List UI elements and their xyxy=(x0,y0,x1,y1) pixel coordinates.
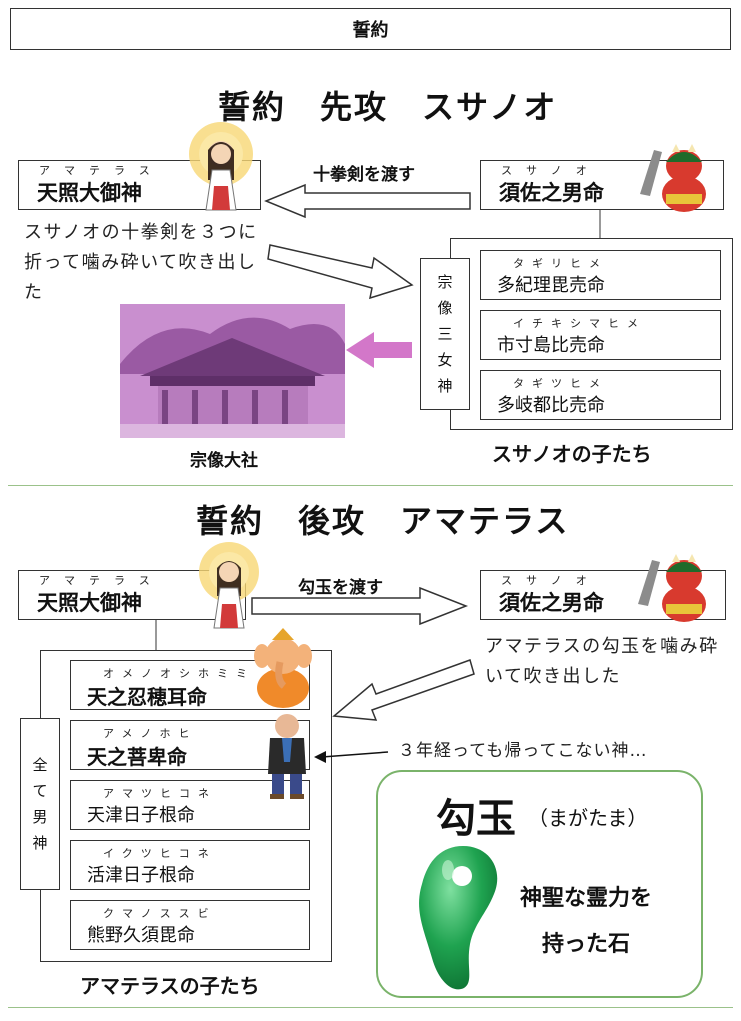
group-label-char: 神 xyxy=(437,377,453,395)
amaterasu-box-2: アマテラス 天照大御神 xyxy=(18,570,246,620)
child-ikutsuhikone: イクツヒコネ 活津日子根命 xyxy=(70,840,310,890)
child-amatsuhikone: アマツヒコネ 天津日子根命 xyxy=(70,780,310,830)
group-label-char: 女 xyxy=(437,351,453,369)
magatama-desc-line2: 持った石 xyxy=(542,932,631,957)
amaterasu-icon xyxy=(199,542,259,629)
amaterasu-name: 天照大御神 xyxy=(37,591,142,615)
susanoo-name: 須佐之男命 xyxy=(499,181,604,205)
munakata-sanjojin-label: 宗 像 三 女 神 xyxy=(420,258,470,410)
child-ruby: イクツヒコネ xyxy=(103,847,217,860)
ganesha-icon xyxy=(254,628,312,708)
shrine-caption: 宗像大社 xyxy=(190,451,258,471)
all-male-gods-label: 全 て 男 神 xyxy=(20,718,60,890)
susanoo-ruby: スサノオ xyxy=(501,164,601,177)
red-oni-icon xyxy=(638,554,706,622)
pink-arrow-icon xyxy=(346,332,412,368)
child-name: 活津日子根命 xyxy=(87,865,195,886)
section2-heading: 誓約 後攻 アマテラス xyxy=(196,502,570,540)
magatama-reading: （まがたま） xyxy=(528,806,648,830)
child-name: 天之忍穂耳命 xyxy=(87,685,207,709)
magatama-title: 勾玉 xyxy=(436,796,516,842)
munakata-shrine-image xyxy=(120,304,345,438)
bottom-divider xyxy=(8,1007,733,1008)
section1-heading: 誓約 先攻 スサノオ xyxy=(218,88,558,126)
amaterasu-ruby: アマテラス xyxy=(39,574,164,587)
section2-note: アマテラスの勾玉を噛み砕いて吹き出した xyxy=(485,636,719,687)
child-ruby: オメノオシホミミ xyxy=(103,667,255,680)
magatama-image xyxy=(419,846,498,990)
amaterasu-children-caption: アマテラスの子たち xyxy=(80,974,260,998)
child-ruby: タギツヒメ xyxy=(513,377,608,390)
child-tagirihime: タギリヒメ 多紀理毘売命 xyxy=(480,250,721,300)
child-name: 多岐都比売命 xyxy=(497,395,605,416)
magatama-desc-line1: 神聖な霊力を xyxy=(520,886,653,911)
susanoo-ruby: スサノオ xyxy=(501,574,601,587)
right-arrow-icon xyxy=(251,586,469,626)
amaterasu-ruby: アマテラス xyxy=(39,164,164,177)
child-ichikishimahime: イチキシマヒメ 市寸島比売命 xyxy=(480,310,721,360)
left-arrow-icon xyxy=(264,183,471,219)
section-divider xyxy=(8,485,733,486)
diagonal-arrow-icon xyxy=(332,659,475,721)
diagonal-arrow-icon xyxy=(267,244,414,300)
red-oni-icon xyxy=(640,144,706,212)
child-name: 天津日子根命 xyxy=(87,805,195,826)
amenohohi-pointer-note: ３年経っても帰ってこない神… xyxy=(398,741,648,761)
group-label-char: 神 xyxy=(32,834,48,852)
magatama-transfer-label: 勾玉を渡す xyxy=(298,578,383,598)
bald-man-icon xyxy=(268,714,306,799)
child-name: 天之菩卑命 xyxy=(87,745,187,769)
group-label-char: 全 xyxy=(32,756,48,774)
section1-note: スサノオの十拳剣を３つに折って噛み砕いて吹き出した xyxy=(24,222,258,303)
child-name: 市寸島比売命 xyxy=(497,335,605,356)
child-name: 多紀理毘売命 xyxy=(497,275,605,296)
pointer-arrowhead-icon xyxy=(314,751,326,763)
child-kumanokusubi: クマノススビ 熊野久須毘命 xyxy=(70,900,310,950)
susanoo-children-caption: スサノオの子たち xyxy=(492,442,652,466)
susanoo-name: 須佐之男命 xyxy=(499,591,604,615)
child-tagitsuhime: タギツヒメ 多岐都比売命 xyxy=(480,370,721,420)
child-ruby: アマツヒコネ xyxy=(103,787,217,800)
amaterasu-name: 天照大御神 xyxy=(37,181,142,205)
child-ruby: アメノホヒ xyxy=(103,727,198,740)
group-label-char: 三 xyxy=(437,325,453,343)
child-ruby: クマノススビ xyxy=(103,907,217,920)
group-label-char: て xyxy=(32,782,48,800)
child-name: 熊野久須毘命 xyxy=(87,925,195,946)
group-label-char: 宗 xyxy=(437,273,453,291)
group-label-char: 男 xyxy=(32,808,48,826)
group-label-char: 像 xyxy=(437,299,453,317)
page-title: 誓約 xyxy=(10,8,731,50)
amaterasu-icon xyxy=(189,122,253,211)
sword-transfer-label: 十拳剣を渡す xyxy=(313,165,415,185)
child-ruby: タギリヒメ xyxy=(513,257,608,270)
pointer-line xyxy=(321,751,389,758)
child-ruby: イチキシマヒメ xyxy=(513,317,646,330)
